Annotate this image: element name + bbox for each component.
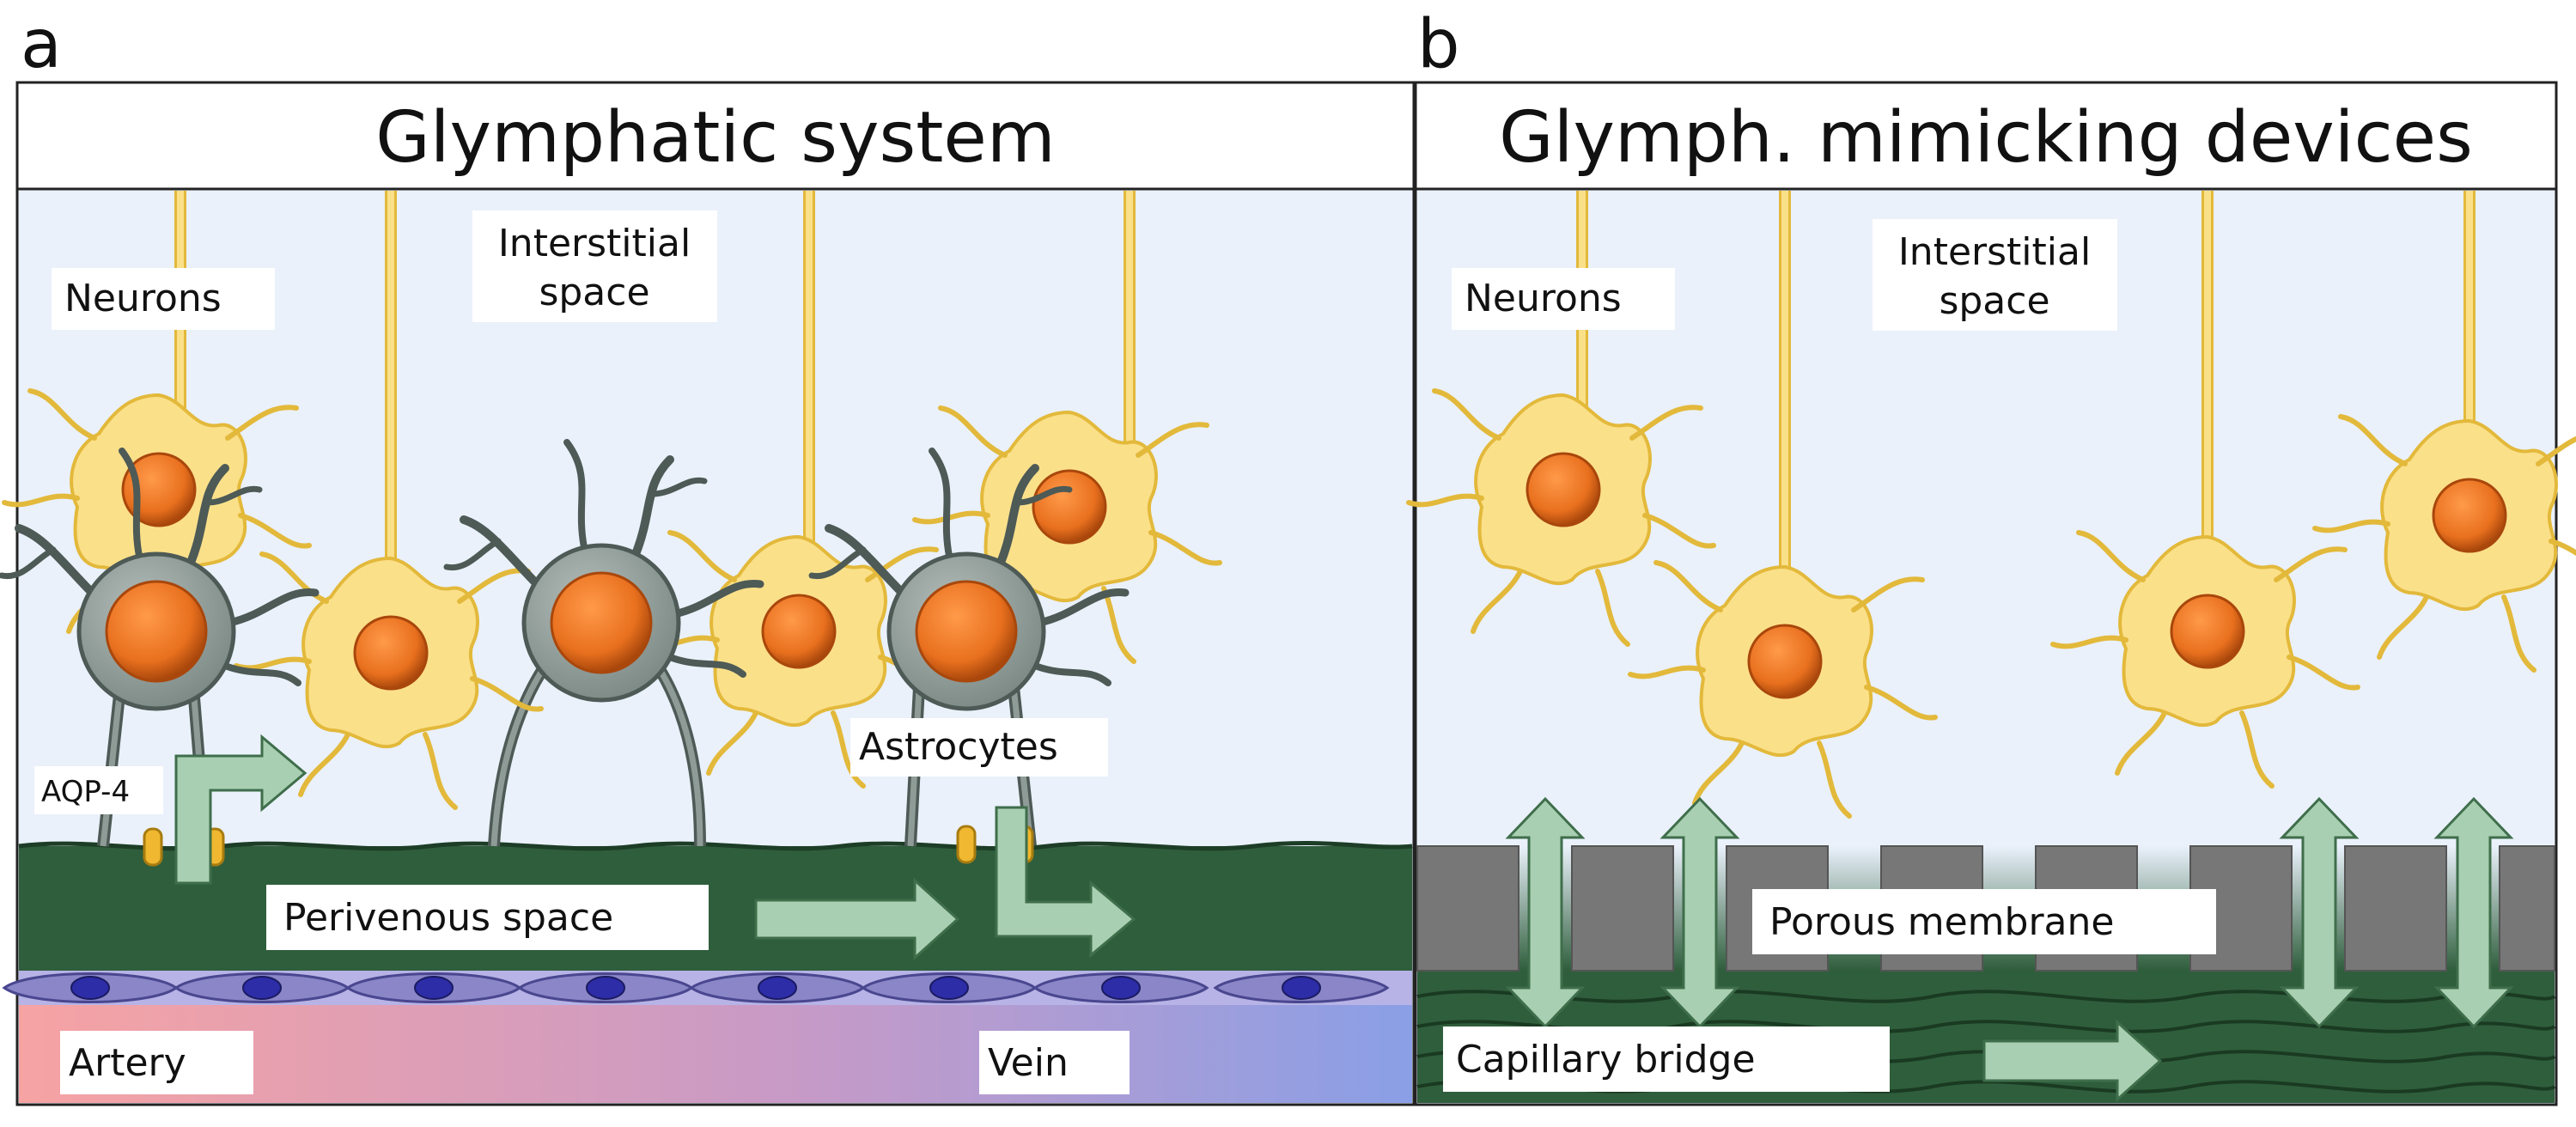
label-interstitial-b-line1: Interstitial	[1898, 230, 2091, 274]
panel-a-axons	[174, 191, 1136, 601]
label-astrocytes: Astrocytes	[859, 725, 1058, 769]
label-artery: Artery	[69, 1041, 186, 1085]
exchange-arrows	[1505, 796, 2514, 1103]
label-interstitial-b-line2: space	[1939, 279, 2049, 323]
panel-a-title: Glymphatic system	[375, 97, 1056, 179]
double-arrow-icon	[2433, 796, 2514, 1029]
arrow-icon	[174, 734, 308, 885]
panel-a-letter: a	[21, 6, 62, 83]
label-neurons-b: Neurons	[1465, 277, 1622, 320]
double-arrow-icon	[2279, 796, 2360, 1029]
panel-b: b Glymph. mimicking devices	[1409, 6, 2576, 1106]
label-capillary-bridge: Capillary bridge	[1456, 1038, 1756, 1081]
flow-arrows	[174, 734, 1136, 961]
label-perivenous-space: Perivenous space	[283, 896, 613, 940]
perivenous-space-region	[19, 846, 1412, 984]
label-neurons: Neurons	[64, 277, 222, 320]
panel-b-title-box	[1414, 81, 2558, 191]
panel-a-title-box	[15, 81, 1416, 191]
panel-a: a Glymphatic system	[2, 6, 1416, 1106]
label-vein: Vein	[988, 1041, 1069, 1085]
arrow-icon	[754, 877, 960, 961]
label-interstitial-line1: Interstitial	[498, 222, 691, 265]
panel-b-letter: b	[1417, 6, 1460, 83]
arrow-icon	[1982, 1019, 2163, 1103]
panel-b-title: Glymph. mimicking devices	[1499, 97, 2473, 179]
label-aqp4: AQP-4	[41, 775, 130, 809]
label-interstitial-line2: space	[539, 271, 649, 314]
label-porous-membrane: Porous membrane	[1769, 900, 2114, 944]
arrow-icon	[995, 806, 1136, 959]
